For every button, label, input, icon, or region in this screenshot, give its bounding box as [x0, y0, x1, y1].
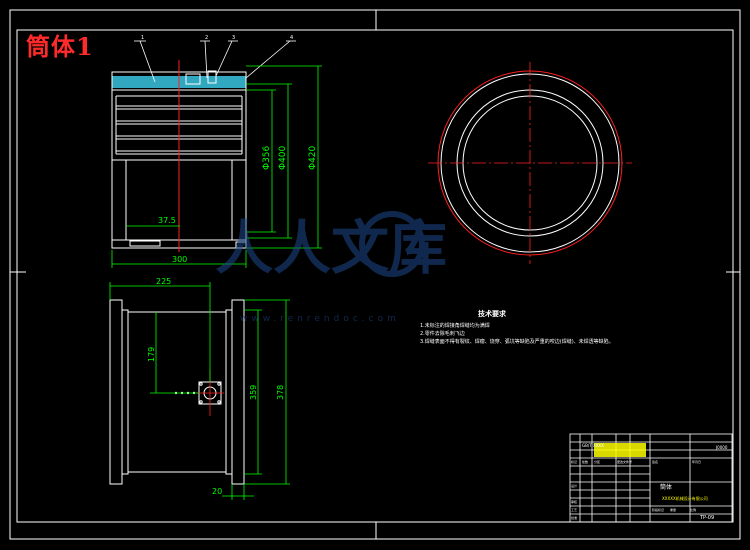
dim-179: 179	[147, 347, 156, 362]
company-name: XXXXX机械设计有限公司	[662, 495, 708, 501]
top-right-code: J0000	[715, 445, 728, 450]
std-label: GB/T XXXX	[582, 443, 604, 448]
tech-requirement-3: 3.焊缝表面不得有裂纹、焊瘤、烧穿、弧坑等缺陷及严重的咬边(焊缝)、未焊透等缺陷…	[420, 339, 614, 345]
balloon-leaders	[134, 40, 296, 83]
balloon-2: 2	[205, 35, 208, 41]
dim-225: 225	[156, 277, 171, 286]
dim-300: 300	[172, 255, 187, 264]
title-block-yellow	[594, 443, 646, 457]
svg-text:签名: 签名	[652, 459, 658, 464]
balloon-4: 4	[290, 35, 293, 41]
dim-378: 378	[276, 385, 285, 400]
drawing-title: 筒体1	[26, 32, 94, 61]
section-view: 1 2 3 4 Φ356 Φ400 Φ420 37.5	[111, 35, 322, 268]
front-view: 225 179 359 378 20	[109, 277, 290, 500]
watermark-logo-icon	[359, 211, 425, 277]
svg-text:分区: 分区	[594, 459, 600, 464]
svg-text:比例: 比例	[690, 507, 696, 512]
tech-requirement-2: 2.零件去除毛刺飞边	[420, 331, 465, 337]
tech-requirements: 技术要求 1.未标注的焊接角焊缝均为满焊 2.零件去除毛刺飞边 3.焊缝表面不得…	[420, 310, 614, 346]
dim-d420: Φ420	[308, 145, 318, 170]
title-block-small-labels: 标记 处数 分区 更改文件号 签名 年月日 设计 审核 工艺 批准 阶段标记 重…	[571, 459, 701, 520]
svg-text:处数: 处数	[582, 459, 588, 464]
tech-requirements-title: 技术要求	[478, 310, 506, 318]
outer-frame	[9, 9, 741, 540]
end-view	[428, 62, 632, 264]
svg-text:更改文件号: 更改文件号	[617, 459, 632, 464]
drawing-no: TP-09	[699, 515, 714, 521]
svg-text:审核: 审核	[571, 499, 577, 504]
svg-text:重量: 重量	[670, 507, 676, 512]
tech-requirement-1: 1.未标注的焊接角焊缝均为满焊	[420, 323, 490, 329]
svg-text:批准: 批准	[571, 515, 577, 520]
dim-lines-top	[111, 65, 322, 268]
dim-359: 359	[249, 385, 258, 400]
watermark-url: www.renrendoc.com	[240, 314, 400, 324]
dim-37-5: 37.5	[158, 216, 176, 225]
svg-text:年月日: 年月日	[692, 459, 701, 464]
watermark: 人人文库 www.renrendoc.com	[215, 211, 447, 324]
dim-d400: Φ400	[278, 145, 288, 170]
inner-frame	[16, 29, 734, 523]
watermark-text: 人人文库	[215, 214, 447, 282]
balloon-1: 1	[141, 35, 144, 41]
dim-20: 20	[212, 487, 222, 496]
svg-text:设计: 设计	[571, 483, 577, 488]
balloon-3: 3	[232, 35, 235, 41]
zone-ticks	[10, 10, 740, 539]
dim-lines-bottom	[109, 282, 290, 500]
svg-text:工艺: 工艺	[571, 507, 577, 512]
dim-d356: Φ356	[262, 145, 272, 170]
part-name: 筒体	[660, 483, 672, 491]
svg-text:阶段标记: 阶段标记	[652, 507, 664, 512]
svg-text:标记: 标记	[571, 459, 577, 464]
